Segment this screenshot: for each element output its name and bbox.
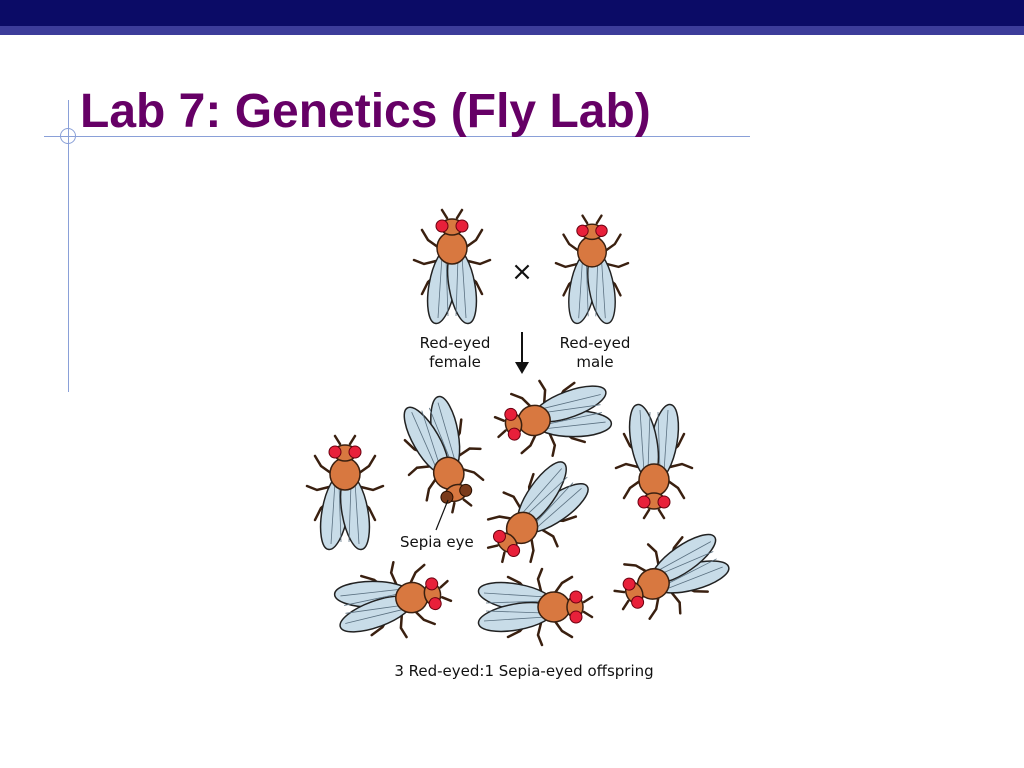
male-label-line1: Red-eyed (560, 334, 631, 352)
offspring-fly (467, 444, 606, 583)
title-guide-line-vertical (68, 100, 69, 392)
offspring-fly (601, 515, 742, 636)
male-label-line2: male (576, 353, 613, 371)
offspring-caption: 3 Red-eyed:1 Sepia-eyed offspring (394, 662, 653, 680)
sepia-eye-label: Sepia eye (400, 533, 474, 551)
slide-title: Lab 7: Genetics (Fly Lab) (80, 85, 651, 138)
offspring-fly (327, 552, 458, 650)
parent-male-fly (554, 214, 630, 327)
sepia-pointer-line (435, 499, 449, 531)
title-guide-line-horizontal (44, 136, 750, 137)
offspring-fly (475, 567, 594, 647)
offspring-fly (305, 434, 385, 553)
offspring-fly-sepia (385, 385, 499, 524)
cross-arrow (515, 332, 529, 374)
offspring-fly (614, 401, 694, 520)
top-banner (0, 0, 1024, 26)
title-guide-circle (60, 128, 76, 144)
female-label-line1: Red-eyed (420, 334, 491, 352)
parent-female-fly (412, 208, 492, 327)
offspring-fly (488, 368, 619, 466)
cross-symbol: × (511, 257, 533, 287)
top-banner-stripe (0, 26, 1024, 35)
female-label-line2: female (429, 353, 481, 371)
